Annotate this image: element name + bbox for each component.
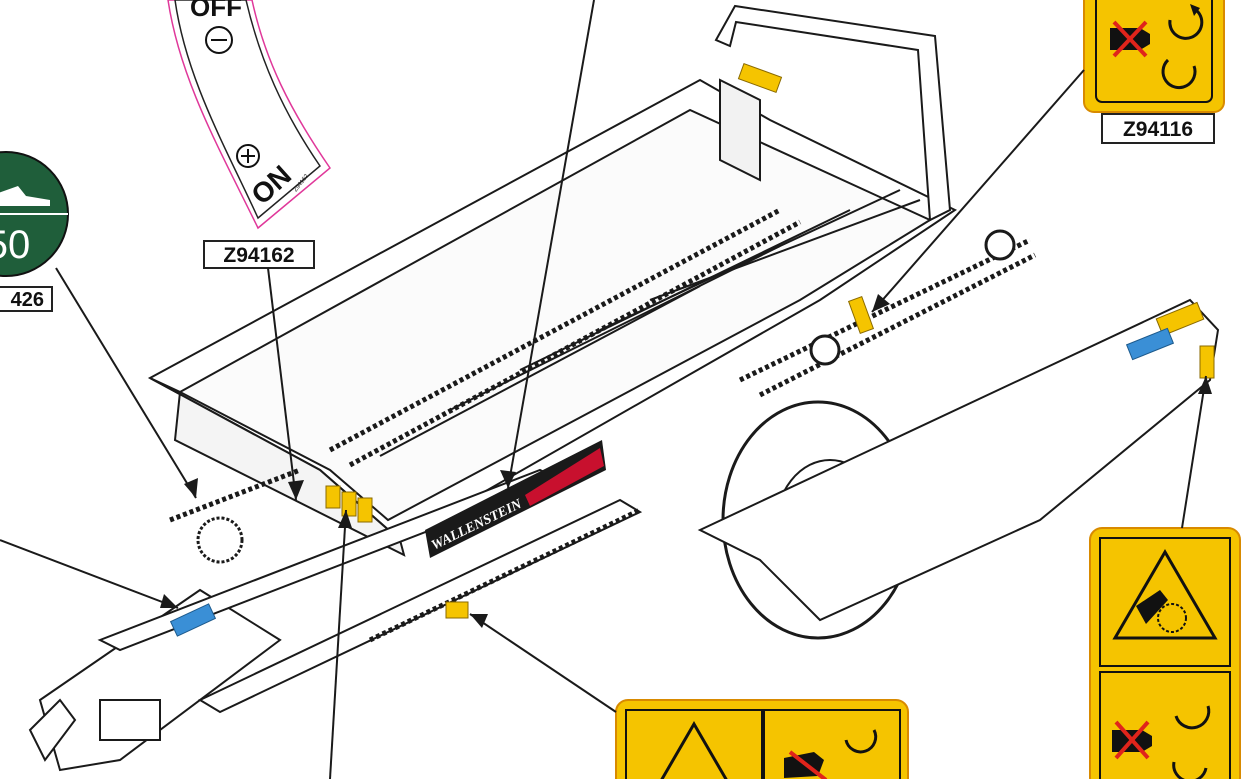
on-off-switch-decal: OFF ON Z94162 — [167, 0, 332, 230]
entanglement-icon-bottom — [660, 721, 728, 779]
bottom-warning-decal — [615, 699, 909, 779]
z94162-label: Z94162 — [223, 244, 294, 267]
no-hand-icon — [1110, 20, 1150, 58]
z94116-decal — [1083, 0, 1225, 113]
switch-off-text: OFF — [190, 0, 242, 22]
machine-info-stickers — [169, 327, 1175, 637]
right-warning-decal — [1089, 527, 1241, 779]
arrow-heads — [160, 294, 1212, 628]
plus-icon — [236, 144, 260, 168]
tractor-icon — [0, 186, 50, 206]
z94116-label-box — [1101, 113, 1215, 144]
z94116-label: Z94116 — [1123, 118, 1193, 141]
machine-warning-stickers — [325, 63, 1215, 619]
rotation-arrow-icon — [1161, 4, 1204, 90]
hand-crush-rollers-icon — [1112, 705, 1211, 779]
speed-limit-decal: 50 — [0, 151, 69, 277]
partial-label-box — [0, 286, 53, 312]
minus-icon — [205, 26, 233, 54]
entanglement-chain-icon — [1112, 549, 1218, 640]
rotation-icon-bottom — [844, 729, 878, 754]
leader-lines — [0, 0, 1207, 779]
drive-chain — [169, 207, 1037, 643]
partial-label: 426 — [11, 289, 44, 311]
sprocket-gear — [196, 229, 1016, 564]
z94162-label-box — [203, 240, 315, 269]
speed-number: 50 — [0, 223, 30, 267]
